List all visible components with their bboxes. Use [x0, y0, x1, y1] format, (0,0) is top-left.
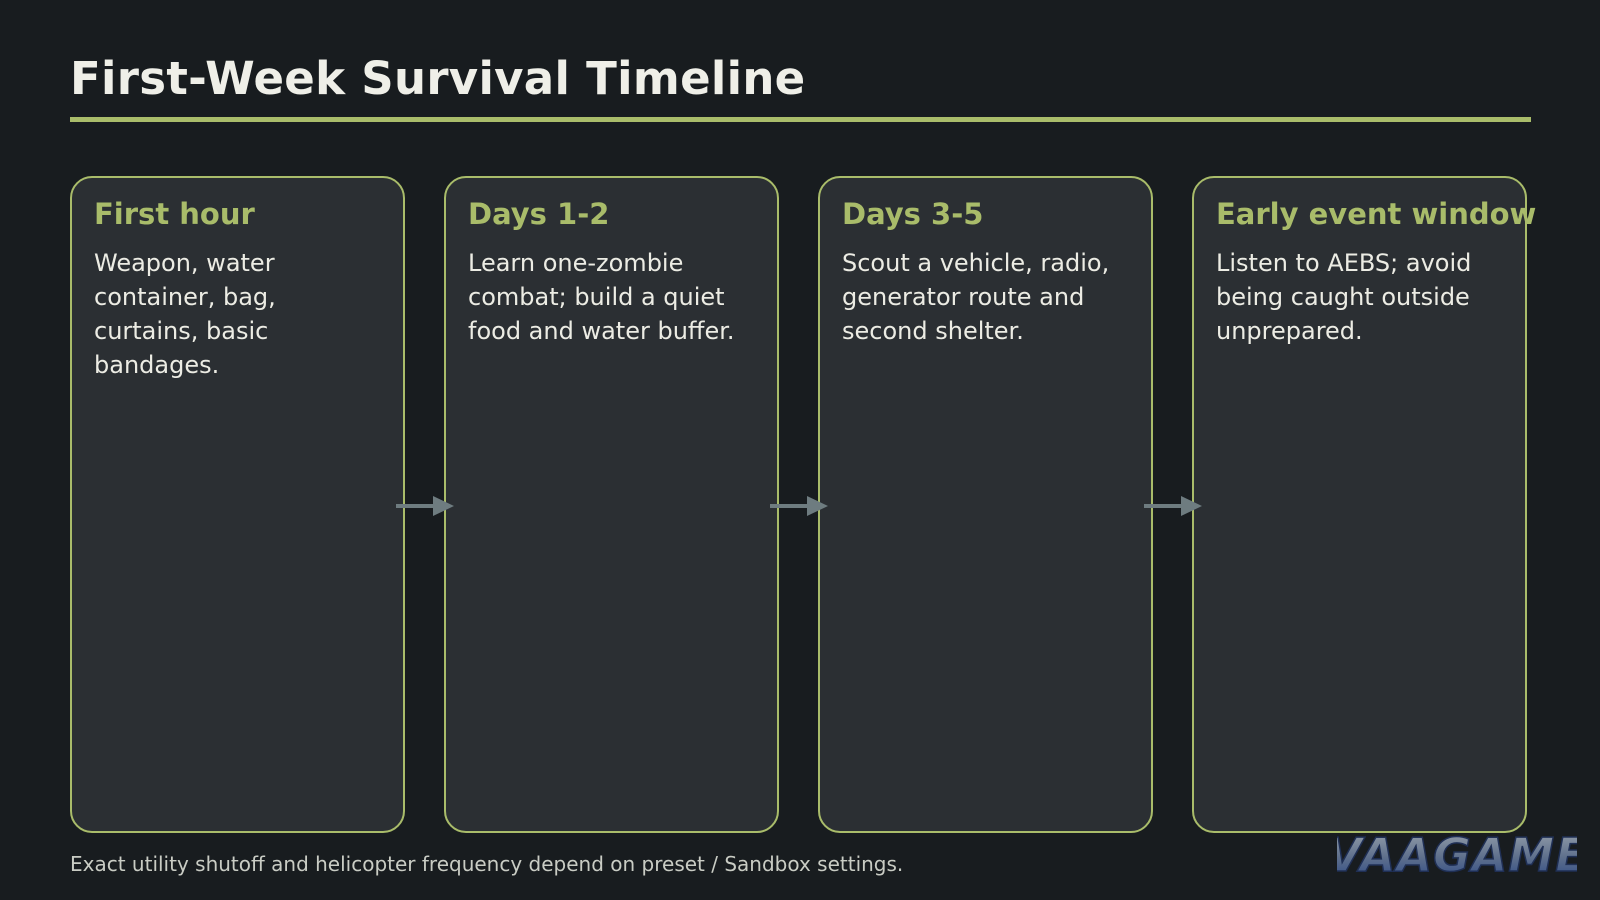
step-heading: First hour	[94, 197, 255, 231]
step-heading: Days 3-5	[842, 197, 984, 231]
step-description: Listen to AEBS; avoid being caught outsi…	[1216, 248, 1472, 345]
step-description: Scout a vehicle, radio, generator route …	[842, 248, 1110, 345]
timeline-step-days-1-2: Days 1-2 Learn one-zombie combat; build …	[444, 176, 779, 833]
step-description: Learn one-zombie combat; build a quiet f…	[468, 248, 735, 345]
page-title: First-Week Survival Timeline	[70, 52, 806, 105]
logo-text: VAAGAME	[1337, 828, 1577, 880]
footnote: Exact utility shutoff and helicopter fre…	[70, 852, 904, 876]
vaagame-logo: VAAGAME	[1337, 828, 1577, 880]
arrow-right-icon	[396, 496, 454, 516]
title-underline	[70, 117, 1531, 122]
timeline-step-first-hour: First hour Weapon, water container, bag,…	[70, 176, 405, 833]
arrow-right-icon	[770, 496, 828, 516]
step-description: Weapon, water container, bag, curtains, …	[94, 248, 276, 379]
arrow-right-icon	[1144, 496, 1202, 516]
step-heading: Days 1-2	[468, 197, 610, 231]
timeline-step-days-3-5: Days 3-5 Scout a vehicle, radio, generat…	[818, 176, 1153, 833]
timeline-step-early-event-window: Early event window Listen to AEBS; avoid…	[1192, 176, 1537, 833]
step-heading: Early event window	[1216, 197, 1537, 231]
